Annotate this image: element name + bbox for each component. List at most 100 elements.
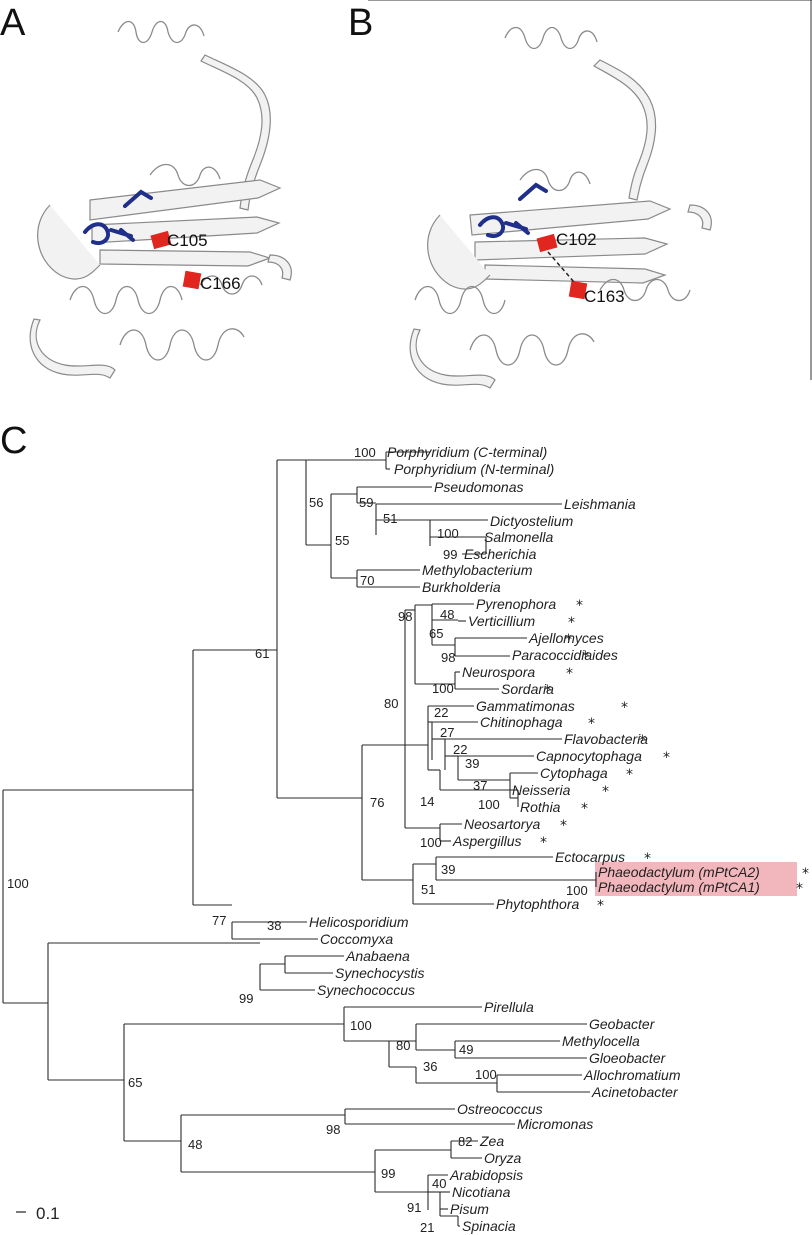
- bootstrap-value: 80: [396, 1038, 410, 1053]
- taxon-label: Oryza: [484, 1150, 522, 1166]
- star-marker: *: [568, 615, 575, 631]
- taxon-label: Aspergillus: [452, 833, 521, 849]
- taxon-label: Escherichia: [464, 546, 537, 562]
- bootstrap-value: 100: [350, 1018, 372, 1033]
- star-marker: *: [540, 835, 547, 851]
- taxon-label: Synechococcus: [317, 982, 415, 998]
- taxon-label: Salmonella: [484, 529, 553, 545]
- bootstrap-value: 55: [335, 533, 349, 548]
- bootstrap-value: 65: [429, 626, 443, 641]
- taxon-label: Acinetobacter: [591, 1084, 679, 1100]
- bootstrap-value: 48: [440, 607, 454, 622]
- taxon-label: Phytophthora: [496, 896, 579, 912]
- star-marker: *: [576, 598, 583, 614]
- star-marker: *: [560, 818, 567, 834]
- bootstrap-value: 76: [370, 795, 384, 810]
- bootstrap-value: 27: [440, 725, 454, 740]
- taxon-label: Phaeodactylum (mPtCA2): [598, 864, 760, 880]
- star-marker: *: [796, 881, 803, 897]
- bootstrap-value: 21: [420, 1220, 434, 1235]
- star-marker: *: [588, 716, 595, 732]
- bootstrap-value: 38: [267, 918, 281, 933]
- bootstrap-value: 22: [434, 705, 448, 720]
- star-marker: *: [582, 649, 589, 665]
- bootstrap-value: 91: [407, 1200, 421, 1215]
- star-marker: *: [581, 801, 588, 817]
- star-marker: *: [597, 898, 604, 914]
- taxon-label: Synechocystis: [335, 965, 424, 981]
- bootstrap-value: 70: [360, 573, 374, 588]
- bootstrap-value: 49: [459, 1042, 473, 1057]
- taxon-label: Leishmania: [564, 496, 636, 512]
- taxon-label: Nicotiana: [452, 1184, 511, 1200]
- taxon-label: Porphyridium (C-terminal): [387, 444, 547, 460]
- star-marker: *: [621, 700, 628, 716]
- taxon-label: Arabidopsis: [449, 1167, 523, 1183]
- taxon-label: Zea: [479, 1133, 504, 1149]
- scale-bar-label: 0.1: [36, 1204, 60, 1223]
- bootstrap-value: 100: [566, 883, 588, 898]
- bootstrap-value: 36: [423, 1059, 437, 1074]
- star-marker: *: [663, 750, 670, 766]
- star-marker: *: [639, 733, 646, 749]
- bootstrap-value: 98: [326, 1122, 340, 1137]
- bootstrap-value: 56: [309, 495, 323, 510]
- taxon-label: Ajellomyces: [528, 630, 604, 646]
- star-marker: *: [566, 666, 573, 682]
- bootstrap-value: 100: [432, 681, 454, 696]
- panel-a-letter: A: [0, 2, 26, 44]
- bootstrap-value: 100: [354, 445, 376, 460]
- taxon-label: Pisum: [450, 1201, 489, 1217]
- star-marker: *: [602, 784, 609, 800]
- taxon-label: Rothia: [520, 799, 561, 815]
- star-marker: *: [802, 866, 809, 882]
- taxon-label: Gammatimonas: [476, 698, 575, 714]
- residue-label-a1: C105: [167, 231, 208, 250]
- taxon-label: Pseudomonas: [434, 479, 524, 495]
- taxon-label: Methylobacterium: [422, 562, 533, 578]
- taxon-label: Helicosporidium: [309, 914, 409, 930]
- taxon-label: Chitinophaga: [480, 714, 563, 730]
- bootstrap-value: 59: [359, 495, 373, 510]
- bootstrap-value: 100: [420, 835, 442, 850]
- taxon-label: Porphyridium (N-terminal): [394, 461, 554, 477]
- bootstrap-value: 80: [384, 696, 398, 711]
- bootstrap-value: 100: [7, 876, 29, 891]
- taxon-label: Coccomyxa: [320, 931, 393, 947]
- taxon-label: Allochromatium: [583, 1067, 681, 1083]
- taxon-label: Cytophaga: [540, 765, 608, 781]
- protein-structure-b: [409, 26, 712, 389]
- bootstrap-value: 98: [398, 609, 412, 624]
- taxon-label: Methylocella: [562, 1033, 640, 1049]
- taxon-label: Spinacia: [462, 1218, 516, 1234]
- taxon-label: Neurospora: [462, 664, 535, 680]
- bootstrap-value: 39: [441, 862, 455, 877]
- taxon-label: Anabaena: [345, 948, 410, 964]
- taxon-label: Pyrenophora: [476, 596, 556, 612]
- bootstrap-value: 77: [212, 913, 226, 928]
- taxon-label: Dictyostelium: [490, 513, 574, 529]
- taxon-label: Ectocarpus: [555, 849, 625, 865]
- residue-label-a2: C166: [200, 274, 241, 293]
- bootstrap-value: 65: [128, 1075, 142, 1090]
- taxon-label: Neosartorya: [464, 816, 540, 832]
- taxon-label: Phaeodactylum (mPtCA1): [598, 879, 760, 895]
- taxon-label: Micromonas: [517, 1116, 593, 1132]
- tree-labels: Porphyridium (C-terminal)Porphyridium (N…: [7, 444, 809, 1235]
- bootstrap-value: 98: [441, 650, 455, 665]
- taxon-label: Ostreococcus: [457, 1101, 543, 1117]
- bootstrap-value: 82: [458, 1134, 472, 1149]
- taxon-label: Paracoccidiaides: [512, 647, 618, 663]
- panel-b-letter: B: [348, 2, 373, 44]
- tree-branches: [2, 451, 597, 1227]
- bootstrap-value: 61: [255, 646, 269, 661]
- bootstrap-value: 99: [239, 991, 253, 1006]
- star-marker: *: [565, 632, 572, 648]
- taxon-label: Neisseria: [512, 782, 571, 798]
- highlight-box: [595, 862, 797, 896]
- taxon-label: Capnocytophaga: [536, 748, 642, 764]
- bootstrap-value: 40: [432, 1176, 446, 1191]
- bootstrap-value: 51: [421, 882, 435, 897]
- bootstrap-value: 99: [443, 547, 457, 562]
